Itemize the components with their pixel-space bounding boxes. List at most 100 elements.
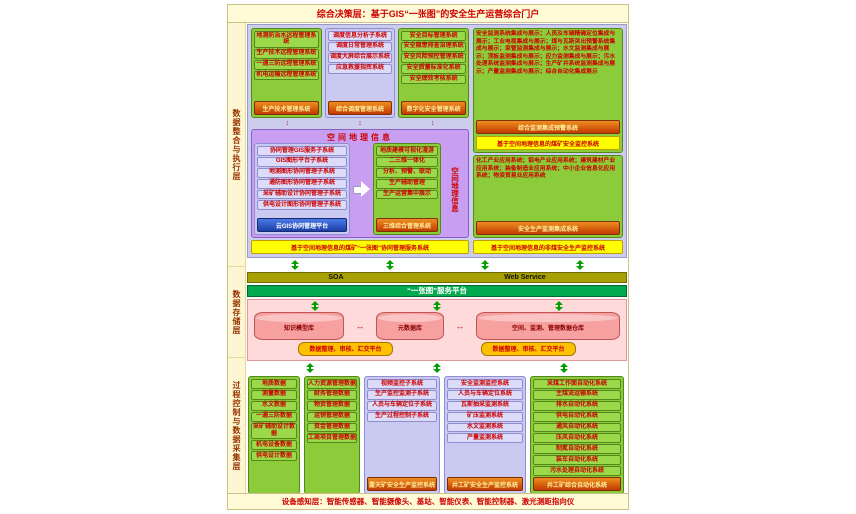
automation-box: 采煤工作面自动化系统主煤流运输系统排水自动化系统供电自动化系统通风自动化系统压风… [530, 376, 624, 493]
integrated-monitor-warning-button: 综合监测集成预警系统 [476, 120, 620, 135]
system-item: 协同管理GIS服务子系统 [257, 146, 347, 156]
gis-3d-functions-box: 地质建模可视化漫游二三维一体化分析、预警、联动生产辅助管理生产运营集中展示 三维… [373, 143, 441, 235]
system-item: 生产技术远程管理系统 [254, 48, 319, 59]
automation-list: 采煤工作面自动化系统主煤流运输系统排水自动化系统供电自动化系统通风自动化系统压风… [533, 379, 621, 477]
system-item: 采矿辅助设计协同管理子系统 [257, 189, 347, 200]
safety-production-monitor-button: 安全生产监测集成系统 [476, 221, 620, 235]
device-perception-layer-title: 设备感知层：智能传感器、智能摄像头、基站、智能仪表、智能控制器、激光测距指向仪 [228, 493, 628, 509]
automation-button: 井工矿综合自动化系统 [533, 477, 621, 492]
system-item: 生产辅助管理 [376, 178, 438, 189]
integration-top-row: 地测防治水远程管理系统生产技术远程管理系统一通三防远程管理系统机电运输远程管理系… [251, 28, 470, 118]
db-label: 元数据库 [397, 326, 422, 332]
data-item: 工商项目管理数据 [307, 433, 357, 444]
underground-monitor-box: 安全监测监控系统人员与车辆定位系统瓦斯抽采监测系统矿压监测系统水文监测系统产量监… [444, 376, 526, 493]
system-item: GIS图形平台子系统 [257, 156, 347, 167]
openpit-monitor-box: 视频监控子系统生产监控监测子系统人员与车辆定位子系统生产过程控制子系统 露天矿安… [364, 376, 440, 493]
system-item: 矿压监测系统 [447, 411, 523, 422]
dispatch-box: 调度信息分析子系统调度日常管理系统调度大屏综合展示系统应急救援指挥系统 综合调度… [324, 28, 396, 118]
system-item: 压风自动化系统 [533, 433, 621, 444]
spatial-monitor-mgmt-warehouse: 空间、监测、管理数据仓库 [476, 312, 620, 340]
bus-arrows [247, 260, 627, 270]
data-item: 运销管理数据 [307, 411, 357, 422]
data-item: 地质数据 [251, 379, 297, 389]
onemap-service-platform-bar: “一张图”服务平台 [247, 285, 627, 297]
gis-box-title: 空间地理信息 [327, 133, 393, 142]
storage-layer: 知识模型库 ↔ 元数据库 ↔ 空间、监测、管理数据仓库 数据整理、审核、汇交平台… [247, 299, 627, 361]
system-item: 安全监测监控系统 [447, 379, 523, 389]
system-item: 制氮自动化系统 [533, 444, 621, 455]
gis-side-label: 空间地理信息 [450, 166, 460, 212]
system-item: 安全质量标准化系统 [401, 63, 467, 74]
data-item: 一通三防数据 [251, 411, 297, 422]
system-item: 安全隐患排查治理系统 [401, 41, 467, 52]
vertical-double-arrow-icon [575, 260, 584, 270]
dispatch-list: 调度信息分析子系统调度日常管理系统调度大屏综合展示系统应急救援指挥系统 [327, 31, 393, 74]
system-item: 视频监控子系统 [367, 379, 437, 389]
vertical-double-arrow-icon [385, 260, 394, 270]
layer-label-strip: 数据整合与执行层 数据存储层 过程控制与数据采集层 [228, 23, 246, 493]
system-item: 调度大屏综合展示系统 [327, 52, 393, 63]
system-item: 生产运营集中展示 [376, 189, 438, 200]
storage-top-arrows [254, 301, 620, 311]
horizontal-arrow-icon: ↔ [455, 320, 465, 331]
system-item: 人员与车辆定位子系统 [367, 400, 437, 411]
updown-arrow-icon: ↕ [430, 120, 435, 127]
safety-management-box: 安全目标管理系统安全隐患排查治理系统安全风险预控管理系统安全质量标准化系统安全绩… [398, 28, 470, 118]
system-item: 分析、预警、联动 [376, 167, 438, 178]
noncoal-safety-monitor-banner: 基于空间地理信息的非煤安全生产监控系统 [473, 240, 623, 254]
system-item: 地质建模可视化漫游 [376, 146, 438, 156]
vertical-double-arrow-icon [433, 301, 441, 311]
data-item: 机电设备数据 [251, 440, 297, 451]
integration-right-group: 安全监测系统集成与展示；人员及车辆精确定位集成与展示；工业电视集成与展示；煤与瓦… [473, 28, 623, 254]
system-item: 水文监测系统 [447, 422, 523, 433]
gis-3d-list: 地质建模可视化漫游二三维一体化分析、预警、联动生产辅助管理生产运营集中展示 [376, 146, 438, 200]
diagram-body: 数据整合与执行层 数据存储层 过程控制与数据采集层 地测防治水远程管理系统生产技… [228, 23, 628, 493]
data-clean-platform-right: 数据整理、审核、汇交平台 [481, 341, 576, 356]
vertical-double-arrow-icon [555, 301, 563, 311]
digital-safety-system-button: 数字化安全管理系统 [401, 101, 467, 115]
storage-bottom-arrows [247, 363, 627, 373]
system-item: 通风自动化系统 [533, 422, 621, 433]
decision-layer-title: 综合决策层：基于GIS“一张图”的安全生产运营综合门户 [228, 5, 628, 23]
system-item: 安全绩效考核系统 [401, 74, 467, 85]
three-d-management-button: 三维综合管理系统 [376, 218, 438, 232]
safety-list: 安全目标管理系统安全隐患排查治理系统安全风险预控管理系统安全质量标准化系统安全绩… [401, 31, 467, 85]
system-item: 调度信息分析子系统 [327, 31, 393, 41]
system-item: 瓦斯抽采监测系统 [447, 400, 523, 411]
vertical-double-arrow-icon [290, 260, 299, 270]
integration-layer: 地测防治水远程管理系统生产技术远程管理系统一通三防远程管理系统机电运输远程管理系… [247, 24, 627, 258]
coal-safety-monitor-banner: 基于空间地理信息的煤矿安全监控系统 [476, 136, 620, 151]
metadata-db: 元数据库 [376, 312, 444, 340]
system-item: 地测防治水远程管理系统 [254, 31, 319, 48]
underground-monitor-list: 安全监测监控系统人员与车辆定位系统瓦斯抽采监测系统矿压监测系统水文监测系统产量监… [447, 379, 523, 444]
data-item: 测量数据 [251, 389, 297, 400]
system-item: 采煤工作面自动化系统 [533, 379, 621, 389]
web-service-label: Web Service [504, 274, 546, 281]
system-item: 通防图形协同管理子系统 [257, 178, 347, 189]
process-layer: 地质数据测量数据水文数据一通三防数据采矿辅助设计数据机电设备数据供电设计数据 人… [247, 375, 627, 493]
management-data-box: 人力资源管理数据财务管理数据物资管理数据运销管理数据资金管理数据工商项目管理数据 [304, 376, 360, 493]
horizontal-arrow-icon: ↔ [355, 320, 365, 331]
vertical-double-arrow-icon [311, 301, 319, 311]
monitoring-integration-text: 安全监测系统集成与展示；人员及车辆精确定位集成与展示；工业电视集成与展示；煤与瓦… [476, 31, 616, 75]
data-item: 采矿辅助设计数据 [251, 422, 297, 440]
system-item: 排水自动化系统 [533, 400, 621, 411]
openpit-monitor-list: 视频监控子系统生产监控监测子系统人员与车辆定位子系统生产过程控制子系统 [367, 379, 437, 422]
data-platform-row: 数据整理、审核、汇交平台 数据整理、审核、汇交平台 [254, 341, 620, 356]
db-label: 空间、监测、管理数据仓库 [511, 326, 584, 332]
underground-monitor-button: 井工矿安全生产监控系统 [447, 477, 523, 492]
production-tech-list: 地测防治水远程管理系统生产技术远程管理系统一通三防远程管理系统机电运输远程管理系… [254, 31, 319, 81]
diagram-frame: 综合决策层：基于GIS“一张图”的安全生产运营综合门户 数据整合与执行层 数据存… [227, 4, 629, 510]
system-item: 一通三防远程管理系统 [254, 59, 319, 70]
system-item: 生产监控监测子系统 [367, 389, 437, 400]
noncoal-apps-text: 化工产业应用系统；铝电产业应用系统；建筑建材产业应用系统；装备制造业应用系统；中… [476, 158, 616, 180]
integration-left-group: 地测防治水远程管理系统生产技术远程管理系统一通三防远程管理系统机电运输远程管理系… [251, 28, 470, 254]
system-item: 生产过程控制子系统 [367, 411, 437, 422]
system-item: 安全风险预控管理系统 [401, 52, 467, 63]
cloud-gis-platform-button: 云GIS协同管理平台 [257, 218, 347, 232]
data-item: 资金管理数据 [307, 422, 357, 433]
